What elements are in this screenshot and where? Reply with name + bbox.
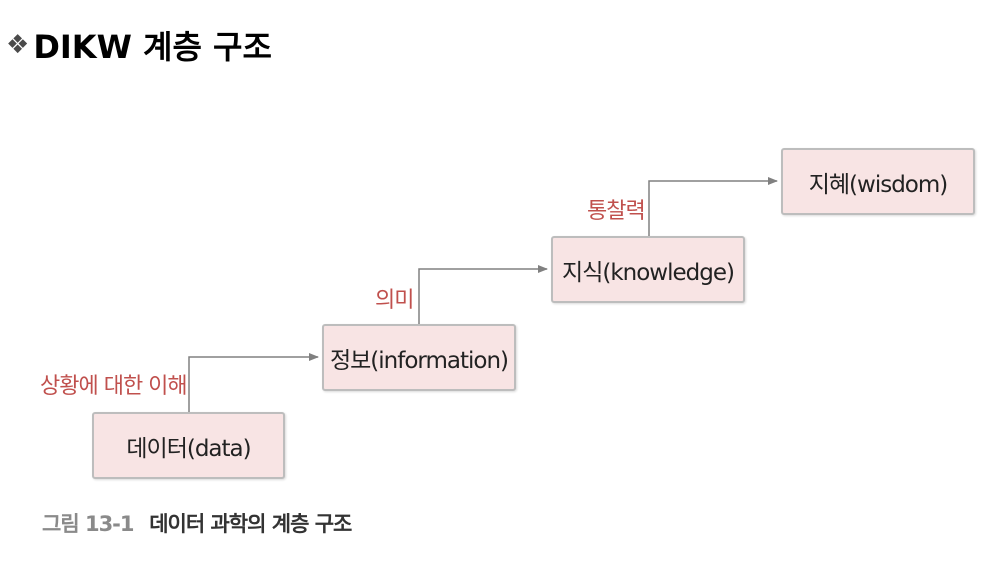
node-wisdom: 지혜(wisdom): [781, 148, 975, 215]
figure-caption-text: 데이터 과학의 계층 구조: [149, 512, 352, 536]
node-information: 정보(information): [322, 324, 516, 391]
page-title-text: DIKW 계층 구조: [33, 28, 272, 66]
edge-label-meaning: 의미: [375, 288, 414, 313]
node-data: 데이터(data): [92, 412, 285, 479]
page-title: ❖ DIKW 계층 구조: [6, 22, 272, 68]
connector-information-to-knowledge: [418, 265, 548, 324]
edge-label-insight: 통찰력: [587, 199, 646, 224]
diamond-bullet-icon: ❖: [6, 30, 30, 60]
figure-caption: 그림 13-1 데이터 과학의 계층 구조: [42, 508, 352, 538]
node-knowledge: 지식(knowledge): [551, 236, 745, 303]
connector-data-to-information: [188, 353, 319, 412]
connector-knowledge-to-wisdom: [648, 177, 778, 236]
figure-number: 그림 13-1: [42, 512, 135, 536]
edge-label-context-understanding: 상황에 대한 이해: [40, 374, 188, 399]
